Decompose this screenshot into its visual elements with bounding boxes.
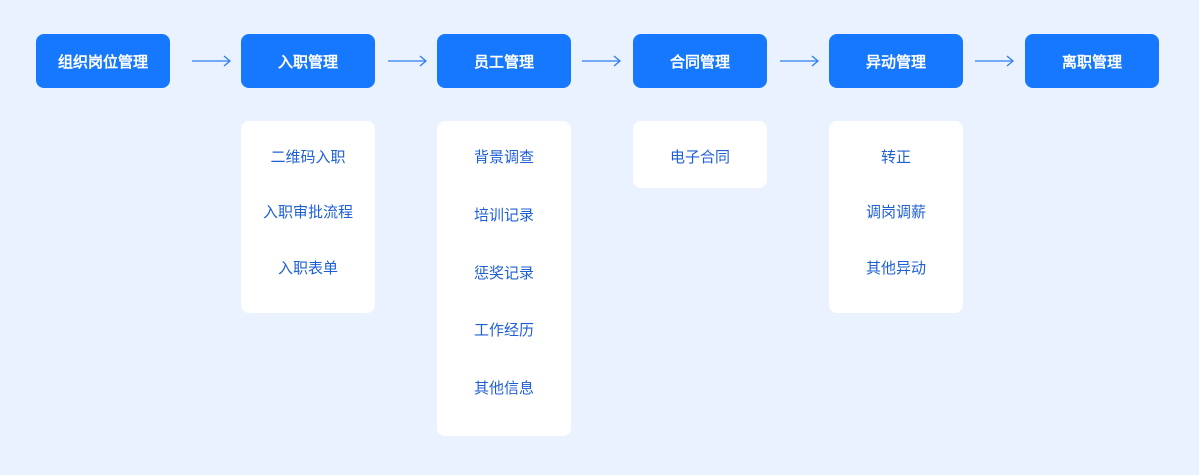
employee-items-card: 背景调查 培训记录 惩奖记录 工作经历 其他信息	[437, 121, 571, 436]
list-item[interactable]: 二维码入职	[270, 148, 346, 166]
list-item[interactable]: 入职审批流程	[262, 203, 353, 222]
stage-org-position[interactable]: 组织岗位管理	[36, 34, 170, 88]
stage-employee[interactable]: 员工管理	[437, 34, 571, 88]
change-items-card: 转正 调岗调薪 其他异动	[829, 121, 963, 313]
list-item[interactable]: 调岗调薪	[865, 203, 926, 222]
list-item[interactable]: 工作经历	[473, 321, 534, 340]
flow-arrow-icon	[975, 55, 1015, 67]
stage-resignation[interactable]: 离职管理	[1025, 34, 1159, 88]
flow-arrow-icon	[192, 55, 232, 67]
list-item[interactable]: 入职表单	[277, 258, 338, 277]
list-item[interactable]: 电子合同	[669, 148, 730, 166]
onboarding-items-card: 二维码入职 入职审批流程 入职表单	[241, 121, 375, 313]
flow-arrow-icon	[780, 55, 820, 67]
list-item[interactable]: 其他信息	[473, 379, 534, 398]
stage-contract[interactable]: 合同管理	[633, 34, 767, 88]
list-item[interactable]: 惩奖记录	[473, 263, 534, 282]
list-item[interactable]: 培训记录	[473, 205, 534, 224]
list-item[interactable]: 其他异动	[865, 258, 926, 277]
stage-change[interactable]: 异动管理	[829, 34, 963, 88]
stage-onboarding[interactable]: 入职管理	[241, 34, 375, 88]
flow-arrow-icon	[582, 55, 622, 67]
flow-arrow-icon	[388, 55, 428, 67]
contract-items-card: 电子合同	[633, 121, 767, 188]
list-item[interactable]: 背景调查	[473, 148, 534, 166]
list-item[interactable]: 转正	[880, 148, 911, 166]
